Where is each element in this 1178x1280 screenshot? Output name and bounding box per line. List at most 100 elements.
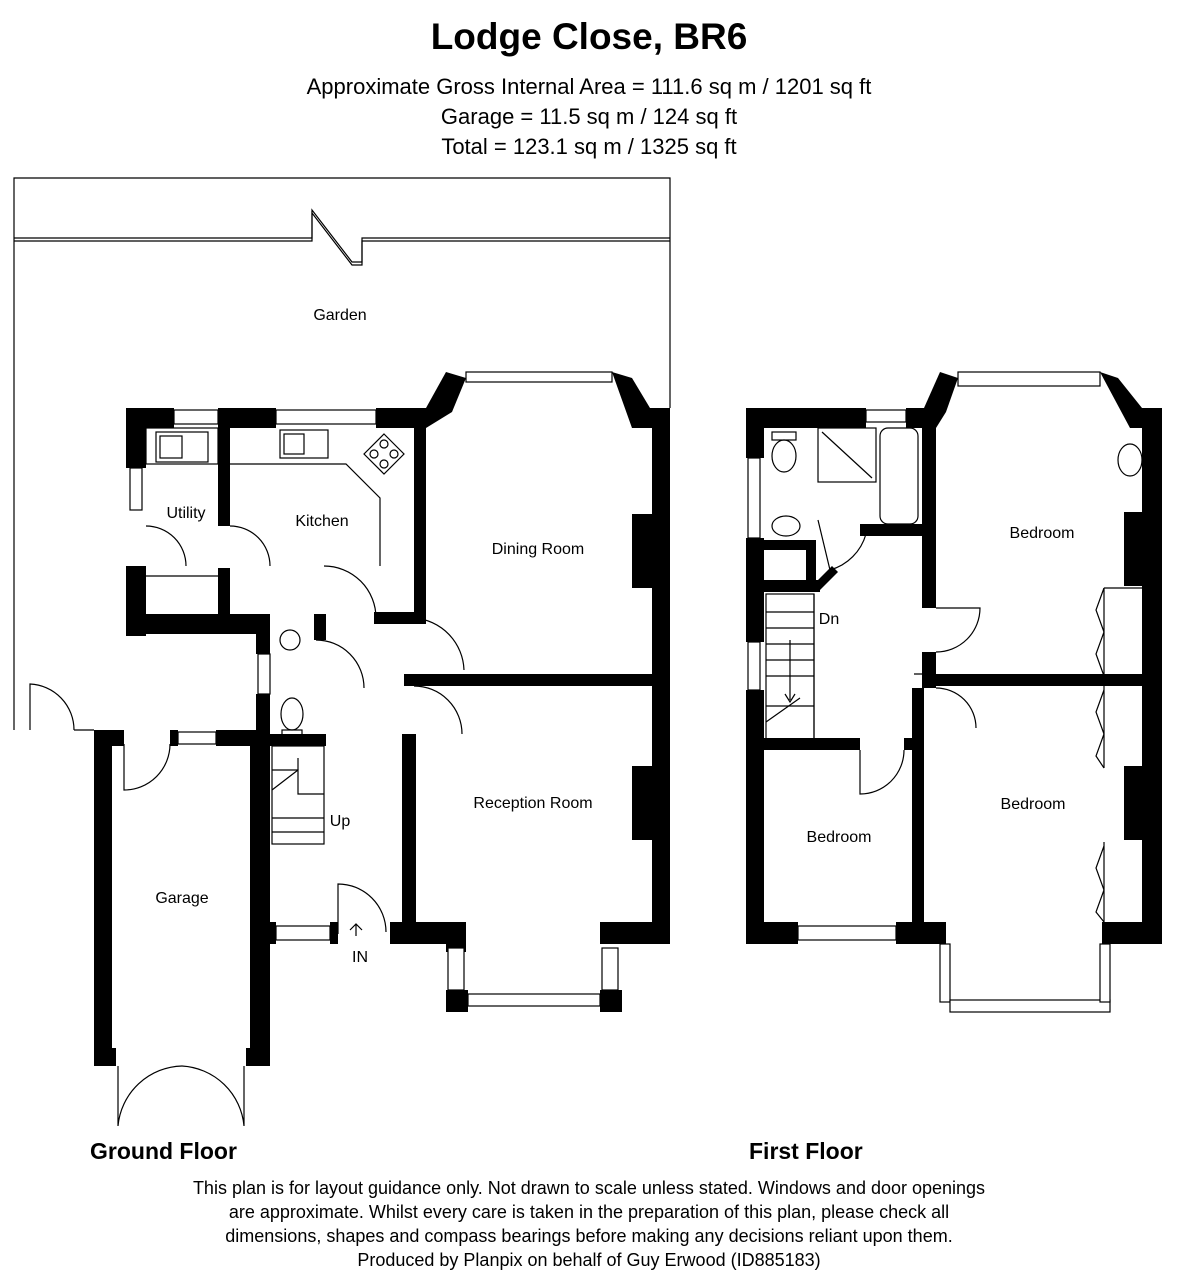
room-label-bedroom-front: Bedroom [1001,796,1066,813]
wall [94,730,124,746]
wall [806,540,816,582]
wall [812,566,838,592]
wall [374,612,426,624]
kitchen-hall-door-swing [323,565,377,619]
wall [746,408,866,428]
wall [218,408,276,428]
wall [446,990,468,1012]
wall [1142,408,1162,512]
bay-side-window [939,943,951,1003]
bay-front-window [467,993,601,1007]
stairs-down-label: Dn [819,611,839,628]
wall [426,372,466,428]
dining-door-swing [413,617,465,671]
bay-side-window [447,947,465,991]
wall [218,408,230,526]
wardrobe-doors [1095,689,1105,769]
wall [936,674,1162,686]
bay-side-window [1099,943,1111,1003]
disclaimer-line: are approximate. Whilst every care is ta… [228,1202,950,1222]
stairs-treads [272,769,324,795]
disclaimer-credit: Produced by Planpix on behalf of Guy Erw… [357,1250,821,1270]
bedroom-small-window [797,925,897,941]
landing-window [747,641,761,691]
wall [764,580,820,592]
wall [860,524,936,536]
utility-window [173,409,219,425]
wall [314,614,326,640]
bedroom-rear-door-swing [935,607,981,653]
garage-door-right [181,1065,245,1127]
page-title: Lodge Close, BR6 [430,16,748,57]
ground-floor-label: Ground Floor [90,1138,237,1164]
wall [600,922,670,944]
gross-internal-area: Approximate Gross Internal Area = 111.6 … [306,74,872,99]
bedroom-small-door-swing [859,749,905,795]
wall [746,538,764,642]
bathroom-window [865,409,907,423]
wall [404,674,670,686]
garden-door-swing [29,683,75,731]
room-label-dining-room: Dining Room [492,541,584,558]
hob-icon [363,433,405,475]
wc-window [257,653,271,695]
wall [922,652,936,688]
wc-basin-icon [279,629,301,651]
garden-fence-inner [14,211,670,266]
wall [764,540,816,550]
room-label-kitchen: Kitchen [295,513,348,530]
wall [746,922,798,944]
wall [376,408,426,428]
patio-door [465,371,613,383]
disclaimer-line: dimensions, shapes and compass bearings … [225,1226,953,1246]
garage-area: Garage = 11.5 sq m / 124 sq ft [440,104,738,129]
wall [912,688,924,944]
first-floor-plan: Bedroom Bedroom Bedroom Dn [746,371,1162,1013]
chimney-breast [632,514,670,588]
shower-room-window [747,457,761,539]
front-door-swing [337,883,387,934]
wall [126,408,146,468]
room-label-bedroom-small: Bedroom [807,829,872,846]
disclaimer: This plan is for layout guidance only. N… [0,1176,1178,1272]
wall [390,922,466,944]
reception-door-swing [413,685,463,735]
total-area: Total = 123.1 sq m / 1325 sq ft [441,134,737,159]
ground-floor-plan: Garden Utility Kitchen Dining Room Recep… [13,177,671,1127]
wall [216,730,270,746]
room-label-garage: Garage [155,890,208,907]
toilet-icon [771,439,797,473]
wall [746,690,764,944]
kitchen-window [275,409,377,425]
bay-front-window [949,999,1111,1013]
wall [746,408,764,458]
stairs-up-label: Up [330,813,351,830]
wall [414,408,426,618]
wc-toilet-icon [280,697,304,731]
garage-door-left [117,1065,183,1127]
wall [256,734,326,746]
wall [896,922,946,944]
wall [94,1048,116,1066]
wc-door-swing [315,639,365,689]
wall [330,922,338,944]
wardrobe-doors [1095,587,1105,677]
entrance-label: IN [352,949,368,966]
wall [246,1048,270,1066]
wall [652,408,670,516]
garage-side-door-swing [123,743,171,791]
entrance-arrow-icon [349,923,363,936]
wall [170,730,178,746]
rear-bay-window [957,371,1101,387]
shower-tray-icon [817,427,877,483]
shower-room-door-swing [817,519,867,571]
wall [600,990,622,1012]
bedroom-front-door-swing [935,687,977,729]
chimney-breast [1124,512,1162,586]
wall [922,408,936,608]
garden-fence [14,208,670,263]
wardrobe-doors [1095,845,1105,923]
stairs-down-arrow-icon [784,640,796,704]
wall [126,614,256,634]
